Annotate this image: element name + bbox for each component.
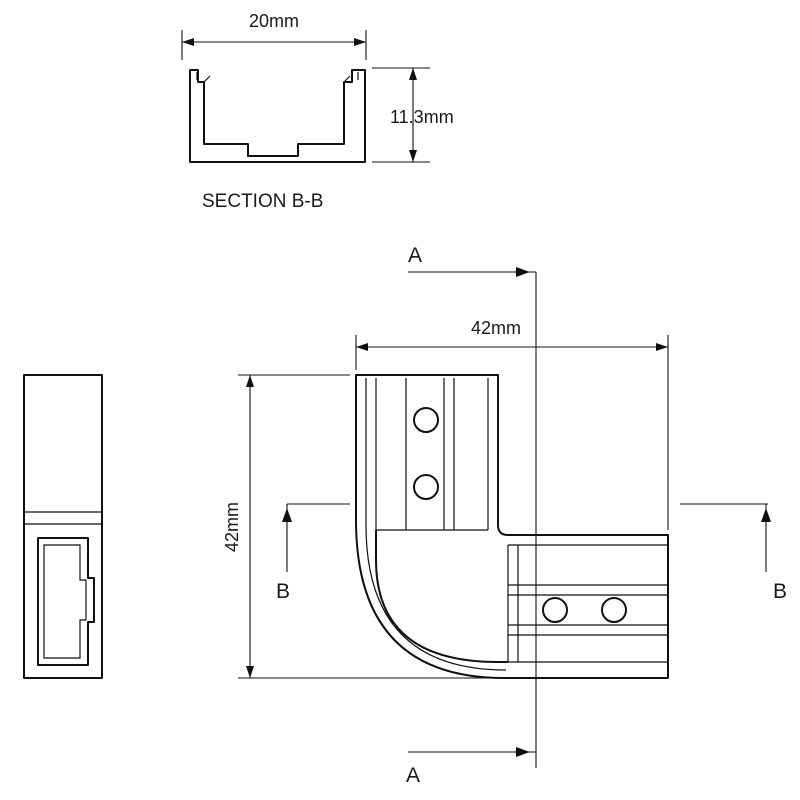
cut-b-left-arrow-head [282, 508, 292, 522]
cut-a-top-label: A [408, 244, 422, 267]
section-width-arrow-right [354, 38, 366, 46]
side-view [23, 374, 103, 679]
hole-vertical-top [413, 407, 439, 433]
cut-b-right-arrow-head [761, 508, 771, 522]
main-height-arrow-bottom [246, 666, 254, 678]
section-profile-inner [196, 72, 359, 83]
elbow-inner-curve [375, 530, 508, 663]
section-width-label: 20mm [249, 11, 299, 31]
cut-a-bottom-label: A [406, 764, 420, 787]
cut-b-left-label: B [276, 580, 290, 603]
section-b-b-view: 20mm 11.3mm SECTION B-B [181, 11, 454, 212]
cut-a-top-arrow-head [516, 267, 530, 277]
section-caption: SECTION B-B [202, 191, 323, 212]
main-width-arrow-right [656, 343, 668, 351]
side-view-inner-detail [43, 544, 87, 659]
main-height-arrow-top [246, 375, 254, 387]
section-profile-outer [189, 69, 366, 163]
elbow-mid-curve [365, 524, 507, 671]
side-view-outline [23, 374, 103, 679]
hole-horizontal-right [601, 597, 627, 623]
section-height-arrow-top [409, 68, 417, 80]
main-width-label: 42mm [471, 318, 521, 338]
section-width-arrow-left [182, 38, 194, 46]
main-elbow-view: 42mm 42mm A A B B [222, 244, 787, 787]
section-height-arrow-bottom [409, 150, 417, 162]
section-height-label: 11.3mm [390, 107, 454, 127]
main-height-label: 42mm [222, 502, 242, 552]
side-view-inner-slot [37, 537, 95, 666]
hole-horizontal-left [542, 597, 568, 623]
main-width-arrow-left [356, 343, 368, 351]
cut-a-bottom-arrow-head [516, 747, 530, 757]
cut-b-right-label: B [773, 580, 787, 603]
elbow-outline [355, 374, 669, 679]
hole-vertical-bottom [413, 474, 439, 500]
